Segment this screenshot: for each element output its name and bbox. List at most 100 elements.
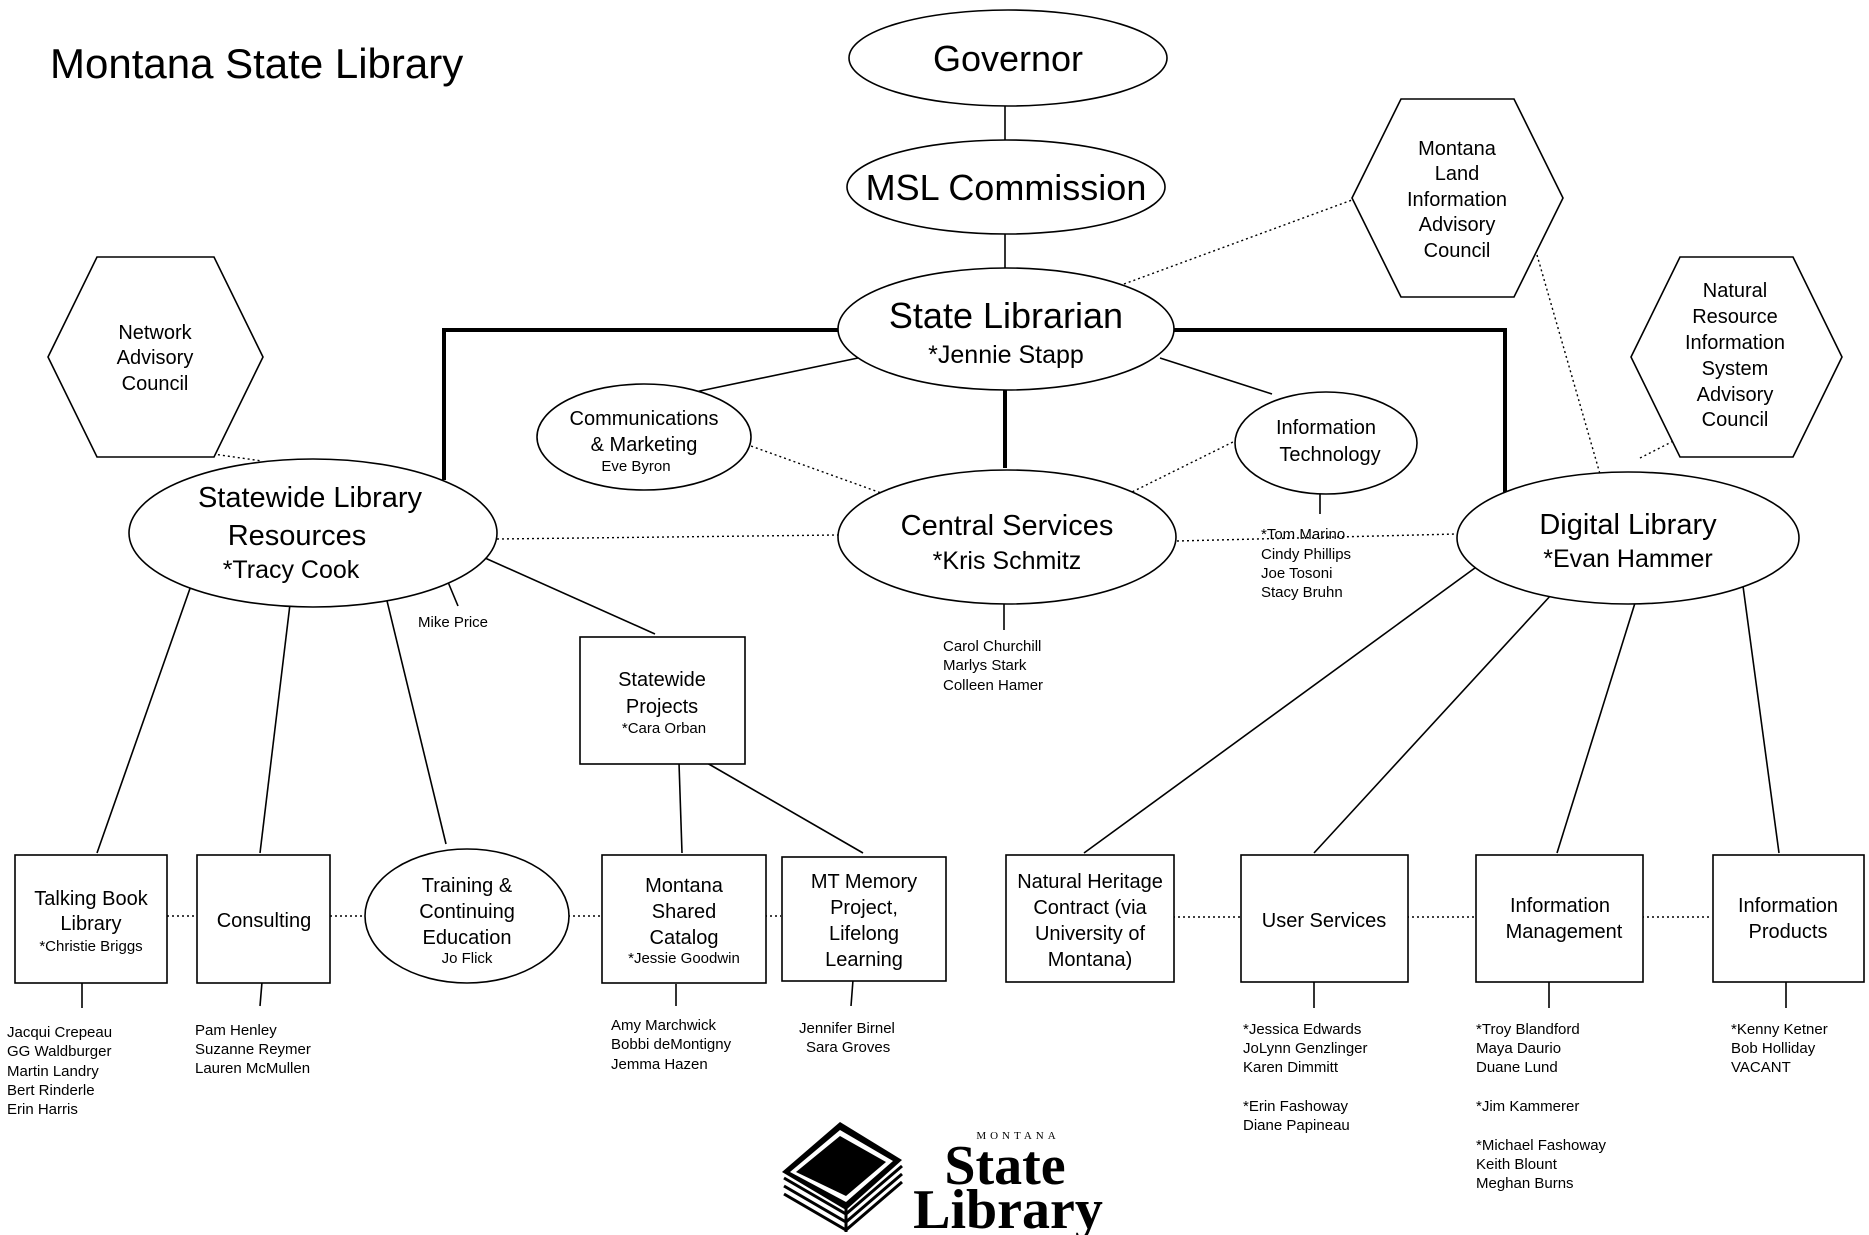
librarian-comm-line [694, 357, 859, 393]
librarian-resources-line [442, 328, 838, 480]
training-line1: Training & [422, 875, 513, 897]
statewide-projects-line2: Projects [626, 696, 698, 718]
info-mgmt-staff-list: *Troy Blandford Maya Daurio Duane Lund *… [1476, 1021, 1607, 1192]
mike-price-label: Mike Price [418, 614, 488, 631]
mt-memory-line3: Lifelong [829, 923, 899, 945]
msl-logo: MONTANA State Library [782, 1122, 1103, 1235]
mt-memory-line1: MT Memory [811, 871, 917, 893]
statewide-resources-line2: Resources [228, 520, 367, 552]
projects-catalog-line [678, 762, 683, 854]
info-products-staff-2: VACANT [1731, 1059, 1791, 1076]
talking-book-staff-3: Bert Rinderle [7, 1082, 95, 1099]
catalog-staff-list: Amy Marchwick Bobbi deMontigny Jemma Haz… [611, 1017, 732, 1073]
central-services-title: Central Services [901, 510, 1114, 542]
statewide-projects-box [579, 636, 746, 765]
comm-marketing-line1: Communications [570, 408, 719, 430]
info-mgmt-staff-4: *Jim Kammerer [1476, 1098, 1579, 1115]
network-council-line2: Advisory [117, 347, 194, 369]
nris-council-line4: System [1702, 358, 1769, 380]
digital-library-title: Digital Library [1539, 509, 1717, 541]
nris-council-line5: Advisory [1697, 384, 1774, 406]
natural-heritage-box [1005, 854, 1175, 983]
training-line2: Continuing [419, 901, 515, 923]
info-mgmt-staff-1: Maya Daurio [1476, 1040, 1561, 1057]
consulting-staff-1: Suzanne Reymer [195, 1041, 311, 1058]
consulting-node: Consulting [196, 854, 331, 984]
shared-catalog-line3: Catalog [650, 927, 719, 949]
central-staff-0: Carol Churchill [943, 638, 1041, 655]
talking-book-staff-4: Erin Harris [7, 1101, 78, 1118]
catalog-staff-1: Bobbi deMontigny [611, 1036, 732, 1053]
comm-marketing-node: Communications & Marketing Eve Byron [536, 383, 752, 491]
land-council-line3: Information [1407, 189, 1507, 211]
land-council-line4: Advisory [1419, 214, 1496, 236]
network-council-node: Network Advisory Council [47, 256, 264, 458]
comm-central-dotted [736, 440, 885, 495]
user-services-staff-2: Karen Dimmitt [1243, 1059, 1339, 1076]
talking-book-staff-list: Jacqui Crepeau GG Waldburger Martin Land… [7, 1024, 112, 1118]
nris-council-line1: Natural [1703, 280, 1767, 302]
statewide-resources-node: Statewide Library Resources *Tracy Cook [128, 458, 498, 608]
land-council-line2: Land [1435, 163, 1480, 185]
info-mgmt-staff-0: *Troy Blandford [1476, 1021, 1580, 1038]
network-council-line1: Network [118, 322, 192, 344]
librarian-land-dotted [1123, 199, 1353, 285]
land-council-node: Montana Land Information Advisory Counci… [1351, 98, 1564, 298]
mt-memory-node: MT Memory Project, Lifelong Learning [781, 856, 947, 982]
tick-memory [850, 979, 854, 1007]
state-librarian-node: State Librarian *Jennie Stapp [837, 267, 1175, 391]
statewide-projects-line1: Statewide [618, 669, 706, 691]
it-staff-1: Cindy Phillips [1261, 546, 1351, 563]
shared-catalog-person: *Jessie Goodwin [628, 950, 740, 967]
training-person: Jo Flick [442, 950, 493, 967]
user-services-node: User Services [1240, 854, 1409, 983]
comm-marketing-ellipse [536, 383, 752, 491]
natural-heritage-line3: University of [1035, 923, 1145, 945]
mt-memory-line2: Project, [830, 897, 898, 919]
consulting-staff-0: Pam Henley [195, 1022, 277, 1039]
talking-book-box [14, 854, 168, 984]
mt-memory-line4: Learning [825, 949, 903, 971]
nris-council-node: Natural Resource Information System Advi… [1630, 256, 1843, 458]
statewide-resources-ellipse [128, 458, 498, 608]
info-management-line2: Management [1506, 921, 1623, 943]
network-council-line3: Council [122, 373, 189, 395]
consulting-staff-list: Pam Henley Suzanne Reymer Lauren McMulle… [195, 1022, 311, 1077]
shared-catalog-line2: Shared [652, 901, 717, 923]
statewide-resources-person: *Tracy Cook [223, 556, 360, 584]
resources-mikeprice-line [447, 581, 459, 607]
info-products-line1: Information [1738, 895, 1838, 917]
statewide-resources-line1: Statewide Library [198, 482, 423, 514]
state-librarian-title: State Librarian [889, 295, 1123, 336]
digital-userservices-line [1313, 593, 1553, 854]
catalog-staff-0: Amy Marchwick [611, 1017, 717, 1034]
info-mgmt-staff-6: *Michael Fashoway [1476, 1137, 1607, 1154]
info-tech-line1: Information [1276, 417, 1376, 439]
info-products-box [1712, 854, 1865, 983]
connectors [81, 106, 1787, 1008]
digital-infoproducts-line [1742, 585, 1780, 854]
shared-catalog-node: Montana Shared Catalog *Jessie Goodwin [601, 854, 767, 984]
land-council-line5: Council [1424, 240, 1491, 262]
talking-book-node: Talking Book Library *Christie Briggs [14, 854, 168, 984]
governor-label: Governor [933, 38, 1083, 79]
resources-talkingbook-line [96, 559, 201, 854]
commission-label: MSL Commission [866, 167, 1147, 208]
natural-heritage-line1: Natural Heritage [1017, 871, 1163, 893]
network-resources-dotted [212, 453, 263, 462]
info-products-staff-0: *Kenny Ketner [1731, 1021, 1828, 1038]
user-services-staff-0: *Jessica Edwards [1243, 1021, 1361, 1038]
digital-library-ellipse [1456, 471, 1800, 605]
memory-staff-list: Jennifer Birnel Sara Groves [799, 1020, 895, 1056]
nris-council-hexagon [1630, 256, 1843, 458]
user-services-staff-5: Diane Papineau [1243, 1117, 1350, 1134]
talking-book-staff-1: GG Waldburger [7, 1043, 111, 1060]
land-council-line1: Montana [1418, 138, 1497, 160]
central-staff-2: Colleen Hamer [943, 677, 1043, 694]
training-line3: Education [423, 927, 512, 949]
info-management-line1: Information [1510, 895, 1610, 917]
info-management-node: Information Management [1475, 854, 1644, 983]
shared-catalog-box [601, 854, 767, 984]
info-tech-line2: Technology [1279, 444, 1380, 466]
info-mgmt-staff-2: Duane Lund [1476, 1059, 1558, 1076]
